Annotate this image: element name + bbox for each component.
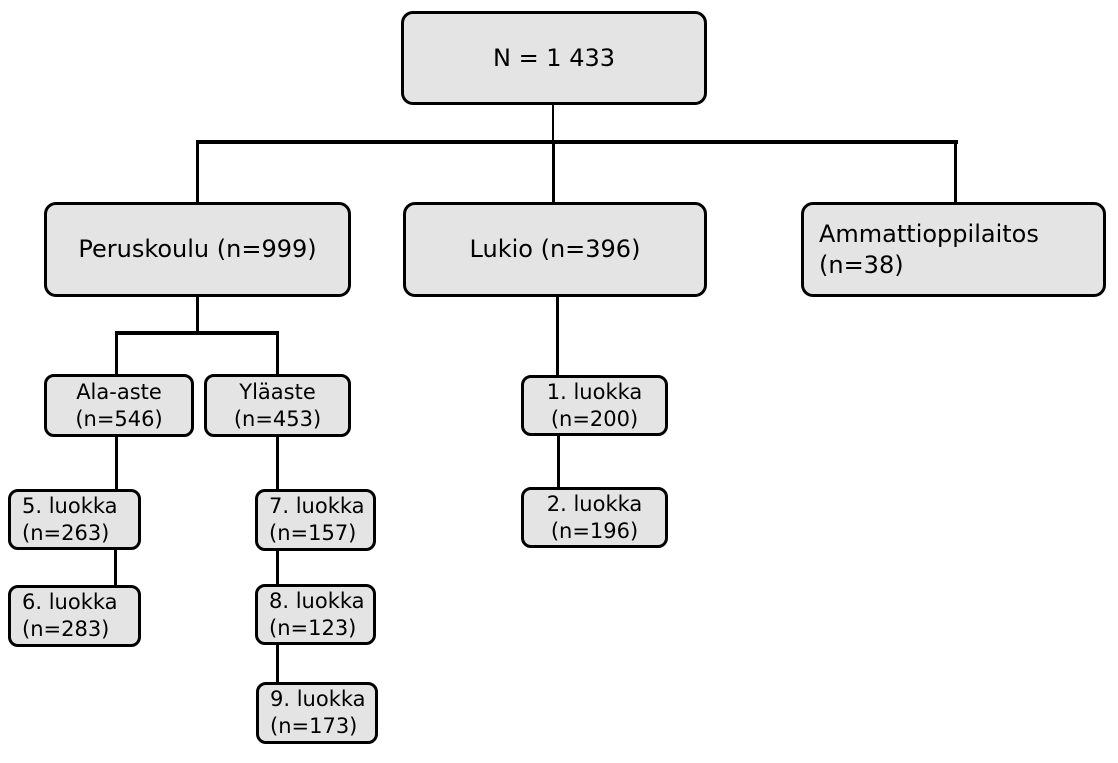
node-ylaaste-count: (n=453) [233, 406, 322, 431]
node-lukio-luokka1: 1. luokka (n=200) [521, 375, 668, 436]
node-luokka9-count: (n=173) [270, 714, 358, 738]
connector-ala-aste-to-luokka5 [115, 435, 118, 491]
node-luokka8-label: 8. luokka [269, 588, 365, 613]
node-luokka6: 6. luokka (n=283) [8, 585, 141, 647]
node-luokka6-label: 6. luokka [22, 590, 118, 614]
connector-peruskoulu-down [196, 295, 199, 335]
node-total-sample-label: N = 1 433 [492, 43, 616, 72]
connector-level2-horizontal [115, 331, 279, 335]
connector-lukio-to-luokka1 [556, 295, 559, 377]
node-lukio: Lukio (n=396) [403, 202, 707, 297]
connector-drop-lukio [552, 140, 555, 204]
node-ylaaste: Yläaste (n=453) [204, 374, 351, 437]
node-peruskoulu-label: Peruskoulu (n=999) [78, 235, 317, 263]
node-luokka8: 8. luokka (n=123) [255, 584, 376, 645]
node-ala-aste: Ala-aste (n=546) [44, 374, 194, 437]
node-ala-aste-label: Ala-aste [76, 379, 162, 404]
node-luokka7: 7. luokka (n=157) [255, 489, 376, 551]
node-ylaaste-label: Yläaste [239, 379, 316, 404]
connector-luokka8-to-luokka9 [276, 643, 279, 684]
node-lukio-luokka2-count: (n=196) [550, 518, 639, 543]
node-luokka6-count: (n=283) [22, 617, 110, 641]
node-lukio-luokka2: 2. luokka (n=196) [521, 487, 668, 548]
node-ala-aste-count: (n=546) [75, 406, 163, 431]
connector-drop-ylaaste [276, 331, 279, 377]
node-luokka9: 9. luokka (n=173) [256, 682, 378, 744]
connector-level1-horizontal [196, 140, 958, 144]
node-ammattioppilaitos-count: (n=38) [819, 250, 904, 279]
node-peruskoulu: Peruskoulu (n=999) [44, 202, 351, 297]
node-ammattioppilaitos-label: Ammattioppilaitos [819, 219, 1039, 248]
node-ammattioppilaitos: Ammattioppilaitos (n=38) [801, 202, 1106, 297]
connector-drop-ala-aste [115, 331, 118, 377]
connector-root-to-branch-line [552, 105, 554, 143]
connector-ylaaste-to-luokka7 [276, 435, 279, 491]
connector-luokka7-to-luokka8 [276, 549, 279, 586]
connector-luokka5-to-luokka6 [114, 547, 117, 587]
connector-drop-ammattioppilaitos [954, 140, 957, 204]
node-luokka8-count: (n=123) [269, 615, 357, 640]
node-total-sample: N = 1 433 [401, 11, 707, 105]
connector-luokka1-to-luokka2 [557, 435, 560, 489]
node-lukio-luokka2-label: 2. luokka [546, 491, 643, 516]
node-lukio-luokka1-label: 1. luokka [546, 379, 643, 404]
node-lukio-label: Lukio (n=396) [469, 235, 641, 263]
node-luokka5-label: 5. luokka [22, 493, 118, 518]
node-luokka5: 5. luokka (n=263) [8, 489, 141, 550]
node-lukio-luokka1-count: (n=200) [550, 406, 639, 431]
connector-drop-peruskoulu [196, 140, 199, 204]
node-luokka5-count: (n=263) [22, 520, 110, 545]
node-luokka9-label: 9. luokka [270, 687, 366, 711]
node-luokka7-count: (n=157) [269, 521, 357, 545]
node-luokka7-label: 7. luokka [269, 494, 365, 518]
